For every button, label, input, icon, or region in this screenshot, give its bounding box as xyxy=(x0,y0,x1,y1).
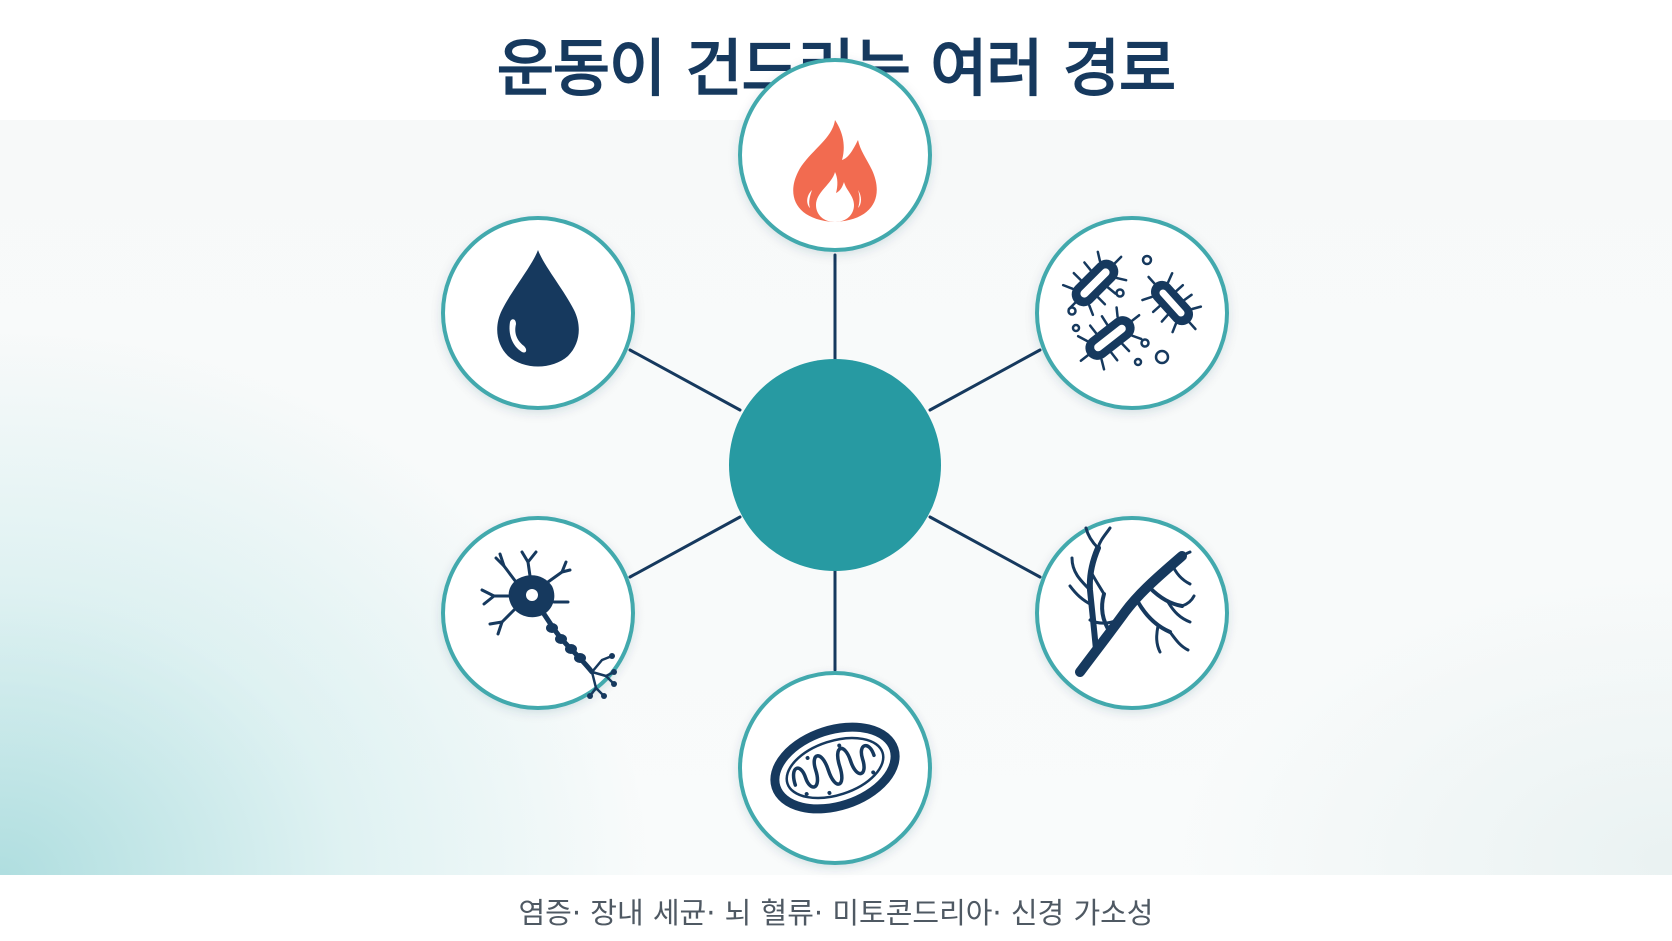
node-blood-vessel-circle xyxy=(1035,516,1229,710)
neuron-icon xyxy=(480,550,617,699)
footer-caption: 염증· 장내 세균· 뇌 혈류· 미토콘드리아· 신경 가소성 xyxy=(518,896,1154,930)
central-hub-circle xyxy=(729,359,941,571)
node-flame xyxy=(738,58,932,252)
mitochondria-icon xyxy=(770,722,900,814)
connector-lines xyxy=(628,253,1042,672)
connector-line-drop xyxy=(628,348,742,412)
blood-vessel-icon xyxy=(1068,526,1196,677)
connector-line-vessel xyxy=(928,515,1042,579)
connector-line-neuron xyxy=(628,515,742,579)
node-blood-drop xyxy=(441,216,635,410)
flame-icon xyxy=(793,120,877,222)
bacteria-icon xyxy=(1061,250,1203,371)
node-blood-vessel xyxy=(1035,516,1229,710)
connector-line-bacteria xyxy=(928,348,1042,412)
node-neuron xyxy=(441,516,635,710)
node-bacteria-circle xyxy=(1035,216,1229,410)
node-bacteria xyxy=(1035,216,1229,410)
node-mitochondria-circle xyxy=(738,671,932,865)
blood-drop-icon xyxy=(497,250,579,367)
node-mitochondria xyxy=(738,671,932,865)
